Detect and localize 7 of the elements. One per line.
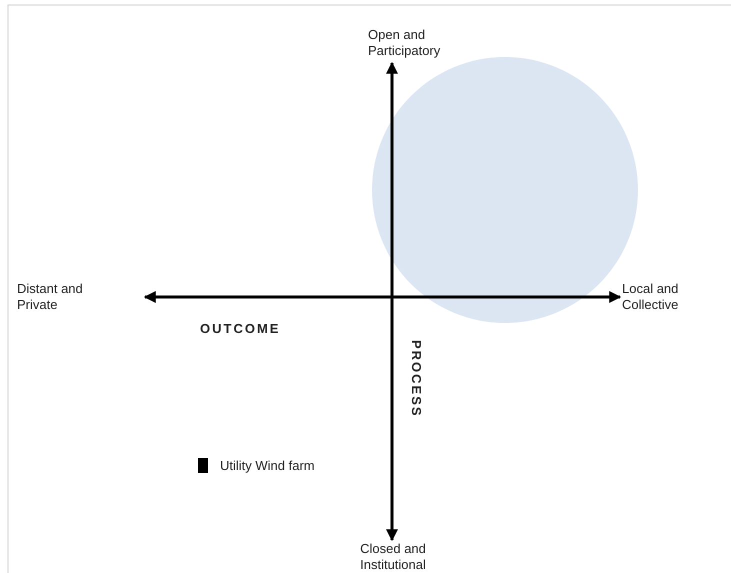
axis-title: OUTCOME bbox=[200, 321, 280, 337]
axis-title: PROCESS bbox=[408, 340, 424, 418]
axis-end-label: Local and Collective bbox=[622, 281, 680, 313]
axis-end-label: Distant and Private bbox=[17, 281, 84, 313]
legend-label: Utility Wind farm bbox=[220, 458, 315, 473]
axis-end-label: Closed and Institutional bbox=[359, 541, 427, 573]
axis-end-label: Open and Participatory bbox=[368, 27, 442, 59]
